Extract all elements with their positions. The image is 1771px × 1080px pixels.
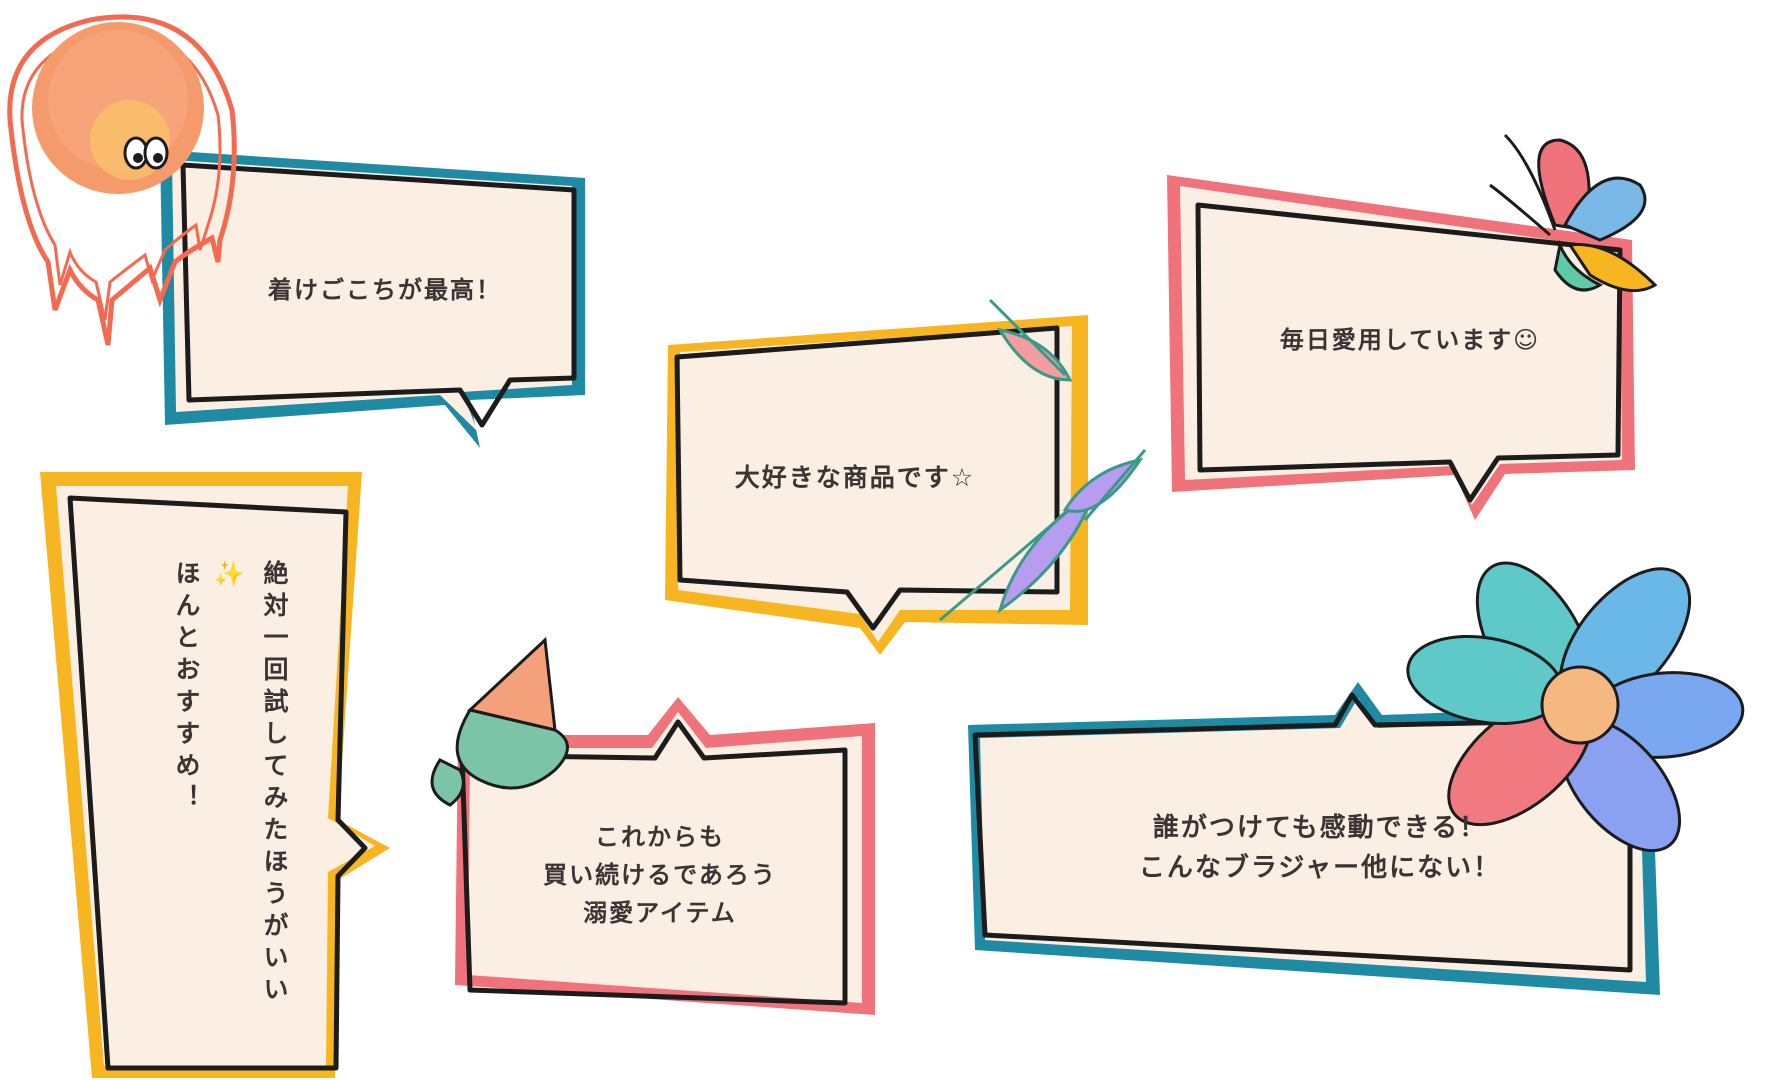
melting-sun-icon	[7, 14, 237, 346]
bubble-text-continue: これからも 買い続けるであろう 溺愛アイテム	[480, 818, 840, 932]
bubble-text-recommend: 絶対一回試してみたほうがいい✨ ほんとおすすめ！	[164, 560, 296, 1040]
speech-bubble-continue	[455, 697, 875, 1015]
bubble-text-favorite: 大好きな商品です☆	[734, 463, 976, 492]
bubble-text-continue-line2: 買い続けるであろう	[543, 861, 777, 889]
bubble-text-recommend-line1: 絶対一回試してみたほうがいい✨	[216, 560, 289, 1008]
feather-icon	[1062, 449, 1147, 521]
bubble-text-recommend-line2: ほんとおすすめ！	[172, 560, 201, 816]
speech-bubble-daily	[1167, 175, 1635, 520]
bubble-text-comfort: 着けごこちが最高！	[268, 276, 502, 304]
ice-cream-icon	[430, 636, 569, 807]
bubble-text-anyone: 誰がつけても感動できる！ こんなブラジャー他にない！	[1010, 808, 1630, 888]
bubble-text-continue-line3: 溺愛アイテム	[583, 899, 737, 927]
feather-icon	[988, 298, 1073, 382]
bubble-text-anyone-line1: 誰がつけても感動できる！	[1152, 813, 1488, 843]
bubble-text-continue-line1: これからも	[595, 823, 725, 851]
speech-bubble-comfort	[160, 150, 585, 448]
speech-bubble-recommend	[40, 472, 390, 1078]
butterfly-icon	[1489, 133, 1658, 293]
bubble-text-daily: 毎日愛用しています☺	[1279, 326, 1541, 354]
flower-icon	[1406, 561, 1745, 853]
speech-bubble-favorite	[665, 315, 1088, 655]
bubble-text-anyone-line2: こんなブラジャー他にない！	[1138, 853, 1502, 883]
